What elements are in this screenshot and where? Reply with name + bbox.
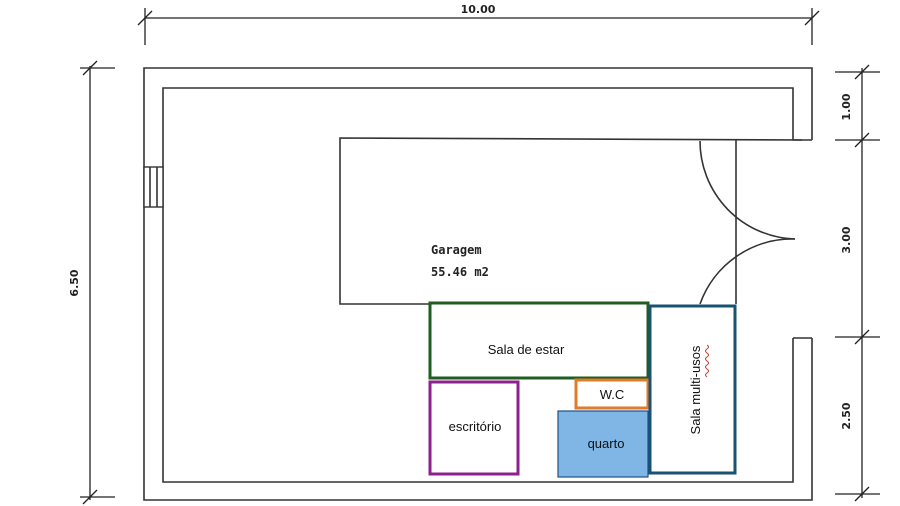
multi-use-label: Sala multi-usos <box>688 345 703 434</box>
living-room <box>428 301 650 380</box>
office-room <box>428 380 520 476</box>
right-dimension-mid-label: 3.00 <box>840 226 853 253</box>
garage-door <box>699 140 796 305</box>
car-outline <box>339 137 803 305</box>
left-dimension: 6.50 <box>68 60 115 505</box>
top-dimension: 10.00 <box>137 3 820 45</box>
top-dimension-label: 10.00 <box>461 3 496 16</box>
bedroom-label: quarto <box>588 436 625 451</box>
wc-room <box>574 378 650 410</box>
multi-use-room <box>648 304 737 475</box>
living-room-label: Sala de estar <box>488 342 565 357</box>
garage-name: Garagem <box>431 243 482 257</box>
wc-label: W.C <box>600 387 625 402</box>
office-label: escritório <box>449 419 502 434</box>
bedroom-room <box>557 410 649 478</box>
left-dimension-label: 6.50 <box>68 269 81 296</box>
garage-area: 55.46 m2 <box>431 265 489 279</box>
right-dimension-top-label: 1.00 <box>840 93 853 120</box>
spellcheck-underline <box>705 344 709 378</box>
window-left <box>143 166 164 208</box>
walls <box>143 67 813 501</box>
right-dimension-bottom-label: 2.50 <box>840 402 853 429</box>
right-dimension: 1.00 3.00 2.50 <box>835 64 880 502</box>
